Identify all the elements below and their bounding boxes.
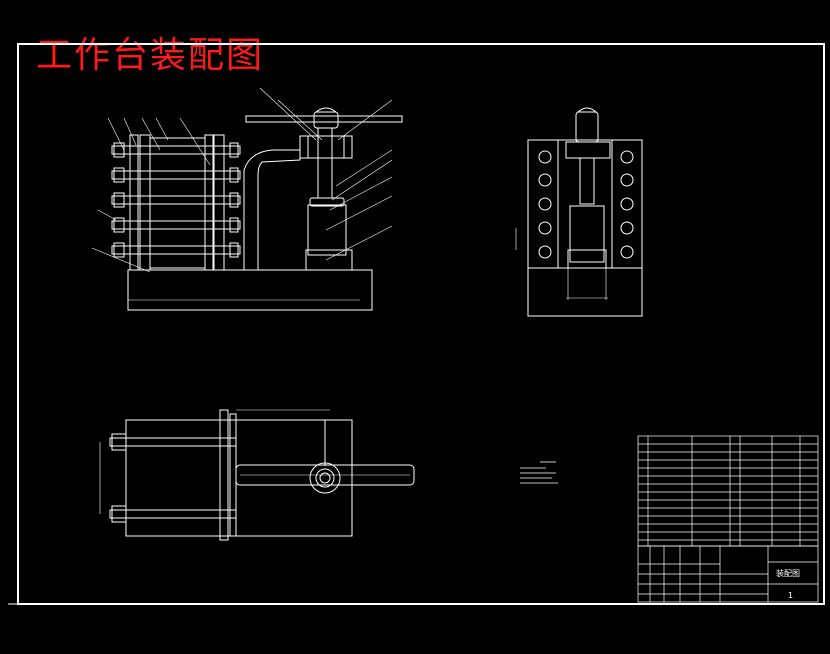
drawing-frame [8, 43, 825, 605]
front-view-leaders [91, 87, 393, 273]
side-view [515, 107, 643, 317]
title-block-drawing-name: 装配图 [776, 569, 800, 578]
technical-notes [520, 461, 558, 484]
title-block [637, 545, 819, 603]
title-block-sheet-number: 1 [788, 591, 794, 600]
parts-list [637, 435, 819, 547]
top-view-bolts [109, 433, 237, 523]
side-view-holes [538, 150, 634, 259]
front-view-bolts [111, 142, 241, 258]
front-view [91, 87, 403, 311]
top-view [99, 409, 415, 541]
